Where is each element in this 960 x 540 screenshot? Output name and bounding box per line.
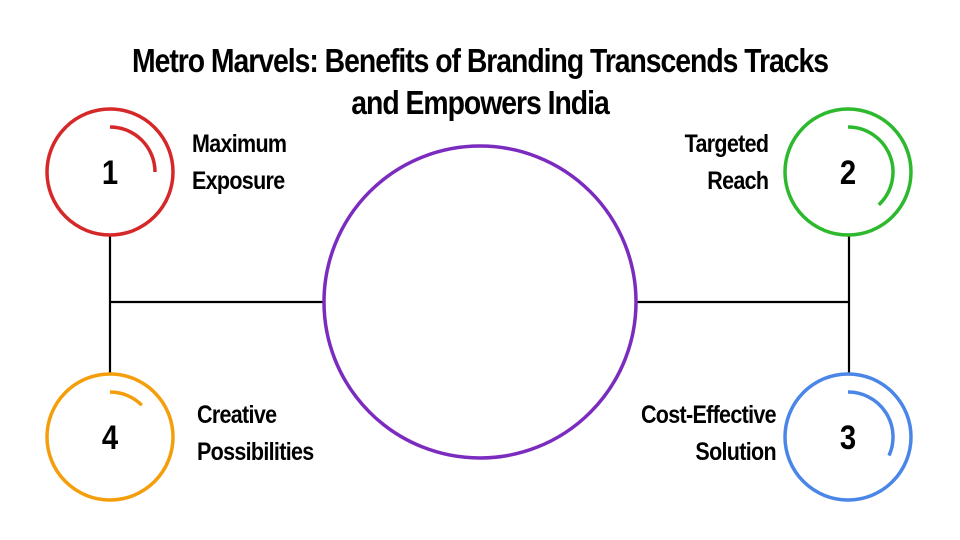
item-1-progress-arc (109, 125, 157, 173)
item-2-badge (783, 107, 913, 237)
item-1-number: 1 (101, 154, 119, 192)
title-line-2: and Empowers India (351, 84, 609, 121)
item-2-label-line-2: Reach (706, 167, 769, 195)
item-2-number: 2 (839, 154, 857, 192)
item-3-label-line-2: Solution (695, 438, 777, 466)
item-2-label: Targeted Reach (684, 126, 768, 200)
item-3-label-line-1: Cost-Effective (641, 401, 777, 429)
item-1-badge (45, 107, 175, 237)
item-1-label: Maximum Exposure (192, 126, 287, 200)
item-4-label-line-2: Possibilities (197, 438, 314, 466)
item-4-progress-arc (109, 390, 144, 407)
diagram-title: Metro Marvels: Benefits of Branding Tran… (67, 40, 893, 124)
item-2-label-line-1: Targeted (684, 130, 768, 158)
item-2-progress-arc (847, 125, 895, 207)
item-3-label: Cost-Effective Solution (641, 397, 777, 471)
item-3-progress-arc (847, 390, 895, 457)
item-3-badge (783, 372, 913, 502)
center-circle (322, 144, 638, 460)
item-4-ring (45, 372, 175, 502)
connectors (108, 235, 851, 374)
item-4-label-line-1: Creative (197, 401, 277, 429)
item-1-label-line-1: Maximum (192, 130, 287, 158)
title-line-1: Metro Marvels: Benefits of Branding Tran… (131, 42, 829, 79)
item-3-number: 3 (839, 419, 857, 457)
item-4-badge (45, 372, 175, 502)
item-4-label: Creative Possibilities (197, 397, 314, 471)
item-1-label-line-2: Exposure (192, 167, 285, 195)
item-4-number: 4 (101, 419, 119, 457)
